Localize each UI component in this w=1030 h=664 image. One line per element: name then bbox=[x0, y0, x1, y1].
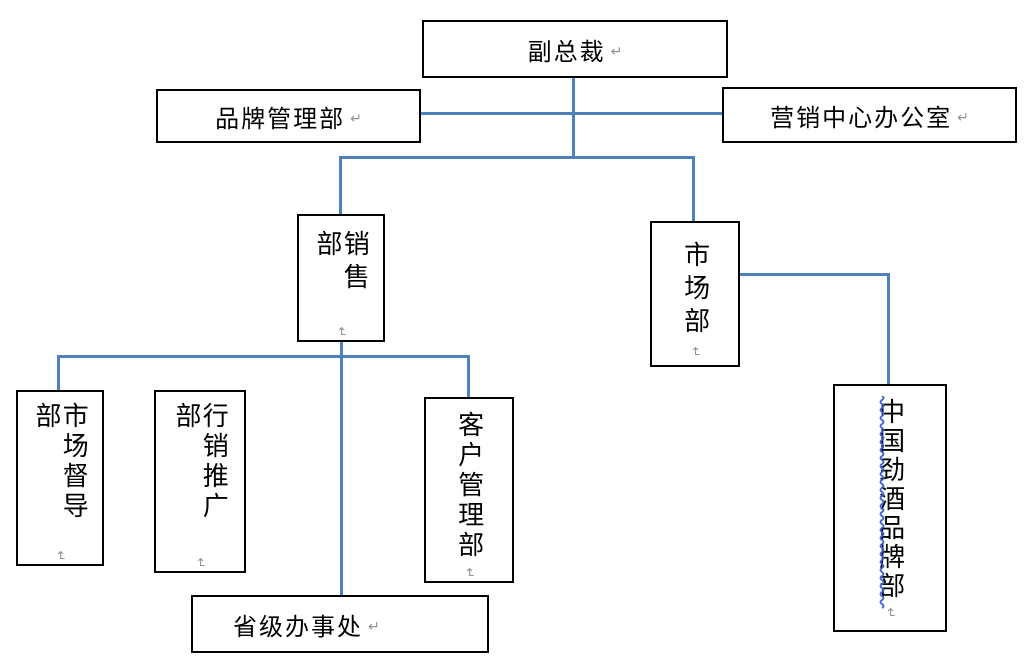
paragraph-mark-icon: ↵ bbox=[368, 619, 380, 635]
node-label: 客户管理部 bbox=[454, 411, 484, 561]
connector-sales-children-bar bbox=[57, 355, 470, 358]
paragraph-mark-icon: ↵ bbox=[350, 111, 362, 127]
connector-down-to-market bbox=[692, 156, 695, 223]
node-brand-management[interactable]: 品牌管理部 ↵ bbox=[156, 89, 421, 143]
node-label: 市场部 bbox=[680, 241, 710, 340]
connector-down-to-sales bbox=[339, 156, 342, 216]
spellcheck-squiggle-icon bbox=[879, 396, 885, 609]
paragraph-mark-icon: ↵ bbox=[883, 607, 898, 619]
connector-brand-to-office bbox=[421, 112, 722, 115]
connector-level2-bar bbox=[339, 156, 695, 159]
paragraph-mark-icon: ↵ bbox=[688, 346, 703, 358]
node-label: 省级办事处 bbox=[233, 614, 363, 641]
paragraph-mark-icon: ↵ bbox=[53, 550, 68, 562]
node-sales-dept[interactable]: 销售部 ↵ bbox=[297, 214, 385, 342]
connector-down-to-customer bbox=[467, 355, 470, 399]
node-customer-management-dept[interactable]: 客户管理部 ↵ bbox=[424, 397, 514, 583]
node-label: 销售部 bbox=[313, 230, 370, 296]
paragraph-mark-icon: ↵ bbox=[193, 557, 208, 569]
connector-down-to-jingjiu bbox=[887, 273, 890, 386]
node-label: 品牌管理部 bbox=[215, 106, 346, 133]
node-market-dept[interactable]: 市场部 ↵ bbox=[650, 221, 740, 367]
paragraph-mark-icon: ↵ bbox=[462, 567, 477, 579]
node-label: 副总裁 bbox=[527, 39, 606, 66]
node-label: 市场督导部 bbox=[32, 402, 89, 522]
node-marketing-promotion-dept[interactable]: 行销推广部 ↵ bbox=[154, 390, 246, 573]
paragraph-mark-icon: ↵ bbox=[610, 44, 623, 60]
node-vice-president[interactable]: 副总裁 ↵ bbox=[422, 20, 728, 78]
connector-market-right bbox=[740, 273, 890, 276]
node-marketing-center-office[interactable]: 营销中心办公室 ↵ bbox=[722, 87, 1017, 143]
connector-sales-to-provincial bbox=[340, 342, 343, 595]
node-label: 营销中心办公室 bbox=[770, 105, 953, 132]
connector-down-to-supervision bbox=[57, 355, 60, 392]
paragraph-mark-icon: ↵ bbox=[334, 326, 349, 338]
connector-vp-down bbox=[572, 78, 575, 158]
node-label: 行销推广部 bbox=[172, 402, 229, 522]
paragraph-mark-icon: ↵ bbox=[957, 110, 969, 126]
node-market-supervision-dept[interactable]: 市场督导部 ↵ bbox=[16, 390, 104, 566]
node-china-jingjiu-brand-dept[interactable]: 中国劲酒品牌部 ↵ bbox=[833, 384, 947, 632]
node-provincial-office[interactable]: 省级办事处 ↵ bbox=[191, 595, 489, 653]
